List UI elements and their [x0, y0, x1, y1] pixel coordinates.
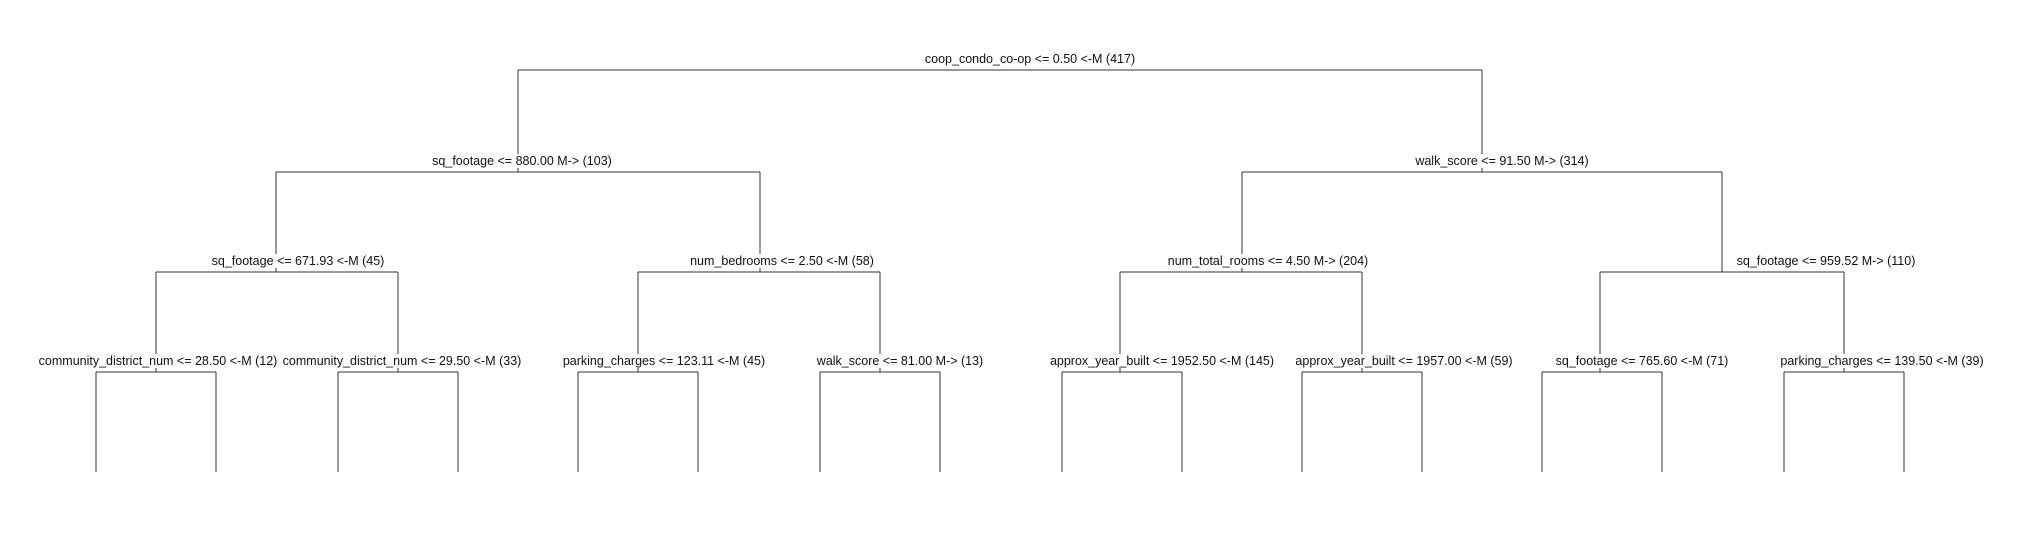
node-label-root-left-left-right: community_district_num <= 29.50 <-M (33) [283, 354, 522, 368]
node-label-root-left-left-left: community_district_num <= 28.50 <-M (12) [39, 354, 278, 368]
node-label-background [1413, 154, 1590, 168]
node-label-root-left-left: sq_footage <= 671.93 <-M (45) [212, 254, 385, 268]
node-label-background [1048, 354, 1276, 368]
node-label-background [1779, 354, 1985, 368]
node-label-root-right-left-right: approx_year_built <= 1957.00 <-M (59) [1295, 354, 1512, 368]
node-label-background [1294, 354, 1514, 368]
node-label-root-right: walk_score <= 91.50 M-> (314) [1414, 154, 1588, 168]
node-label-background [1554, 354, 1730, 368]
node-label-background [210, 254, 386, 268]
node-label-root-right-left-left: approx_year_built <= 1952.50 <-M (145) [1050, 354, 1274, 368]
node-label-root-left: sq_footage <= 880.00 M-> (103) [432, 154, 612, 168]
node-label-root-left-right: num_bedrooms <= 2.50 <-M (58) [690, 254, 874, 268]
node-label-root-left-right-left: parking_charges <= 123.11 <-M (45) [563, 354, 765, 368]
node-label-background [814, 354, 985, 368]
tree-node-labels: coop_condo_co-op <= 0.50 <-M (417) sq_foo… [37, 52, 1985, 368]
node-label-background [561, 354, 767, 368]
node-label-root-right-right-left: sq_footage <= 765.60 <-M (71) [1556, 354, 1729, 368]
node-label-background [923, 52, 1137, 66]
node-label-root-right-right: sq_footage <= 959.52 M-> (110) [1737, 254, 1916, 268]
node-label-background [37, 354, 279, 368]
node-label-background [1166, 254, 1370, 268]
node-label-root: coop_condo_co-op <= 0.50 <-M (417) [925, 52, 1135, 66]
node-label-root-left-right-right: walk_score <= 81.00 M-> (13) [816, 354, 983, 368]
node-label-background [431, 154, 613, 168]
node-label-background [281, 354, 523, 368]
node-label-root-right-left: num_total_rooms <= 4.50 M-> (204) [1168, 254, 1368, 268]
node-label-root-right-right-right: parking_charges <= 139.50 <-M (39) [1780, 354, 1983, 368]
tree-edges [95, 69, 1905, 472]
node-label-background [1735, 254, 1917, 268]
node-label-background [689, 254, 875, 268]
